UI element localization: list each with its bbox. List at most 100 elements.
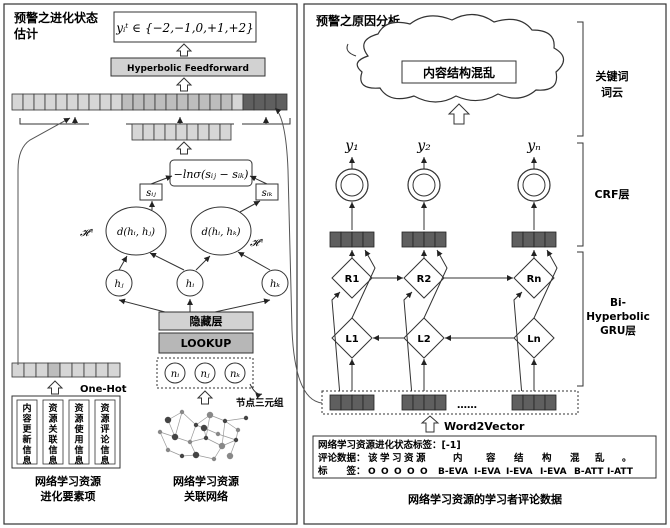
tag-item: O [368,467,376,477]
gru-label-2: Hyperbolic [586,311,650,323]
label-line: 网络学习资源进化状态标签：[-1] [318,439,461,451]
element-item-box [16,399,38,465]
review-char: 习 [392,453,402,464]
network-node [193,422,199,428]
embedding-cell [164,123,177,141]
crf-vector-cell [351,231,364,248]
one-hot-cell [35,362,49,378]
word-vector-dots: …… [457,400,477,411]
vector-cell [154,93,167,111]
y-2: y₂ [416,138,431,154]
output-formula: yᵢᵗ ∈ {−2,−1,0,+1,+2} [115,21,254,35]
network-node [164,416,172,424]
word-vector-cell [340,394,353,411]
word-vector-cell [412,394,425,411]
hidden-layer-label: 隐藏层 [190,314,223,328]
element-item: 内容更新信息 [21,402,32,467]
up-arrow-to-triplet [196,390,214,405]
crf-node-inner [340,173,364,197]
review-char: 。 [622,453,632,464]
up-arrow-to-one-hot [46,380,64,395]
review-char: 构 [542,452,552,464]
loss-formula: −lnσ(sᵢⱼ − sᵢₖ) [174,168,249,181]
element-item-box [94,399,116,465]
arrow-hidden-hk [214,298,271,313]
node-n-k-circle [224,362,246,384]
vector-cell [11,93,24,111]
gru-rn [513,257,555,299]
one-hot-cell [23,362,37,378]
node-h-i [176,269,204,297]
gru-r2 [403,257,445,299]
r1-label: R1 [345,274,360,285]
s-ik: sᵢₖ [262,188,273,199]
one-hot-cell [83,362,97,378]
lookup-label: LOOKUP [181,337,232,350]
crf-vector-cell [412,231,425,248]
vector-cell [242,93,255,111]
element-item-box [68,399,90,465]
tag-item: I-EVA [474,467,501,477]
word-vector-cell [544,394,557,411]
crf-vector-cell [522,231,535,248]
feedforward-box [110,57,266,77]
forward-gru-nodes: R1 R2 Rn [331,257,555,299]
review-char: 乱 [595,452,605,464]
embedding-cell [186,123,199,141]
left-title-line1: 预警之进化状态 [14,10,98,25]
vector-cell [88,93,101,111]
ln-label: Ln [527,334,541,345]
one-hot-vector [11,362,121,378]
network-node [233,437,239,443]
gru-r1 [331,257,373,299]
h-j: hⱼ [114,279,123,290]
network-edge [167,449,183,457]
network-edge [189,437,207,443]
feedforward-label: Hyperbolic Feedforward [127,64,249,74]
up-arrow-to-cloud [447,103,471,125]
crf-node-inner [522,173,546,197]
crf-vector-cell [544,231,557,248]
network-edge [221,420,226,447]
s-ij: sᵢⱼ [146,188,156,199]
crf-vector-cell [401,231,414,248]
vector-cell [176,93,189,111]
arrow-hi-dik [195,255,211,271]
caption-network-line1: 网络学习资源 [173,474,239,488]
review-char: 资 [404,452,414,464]
output-formula-box [113,11,257,43]
element-item: 资源使用信息 [73,402,84,467]
review-char: 混 [570,452,580,464]
tag-item: I-ATT [607,467,634,477]
vector-cell [22,93,35,111]
h-k: hₖ [270,279,280,290]
network-edge [224,420,239,431]
node-n-j-circle [194,362,216,384]
vector-cell [66,93,79,111]
vector-cell [99,93,112,111]
node-h-k [261,269,289,297]
backward-gru-nodes: L1 L2 Ln [331,317,555,359]
embedding-cell [175,123,188,141]
review-char: 源 [416,452,426,464]
l1-label: L1 [345,334,358,345]
one-hot-cell [11,362,25,378]
vector-cell [220,93,233,111]
up-arrow-to-feedforward [175,77,193,92]
vector-cell [198,93,211,111]
network-node [211,456,217,462]
vector-cell [275,93,288,111]
crf-columns [329,157,557,248]
network-graph [157,409,249,462]
embedding-cell [142,123,155,141]
network-node [200,424,208,432]
word-vector-cell [401,394,414,411]
network-edge [159,431,169,451]
vector-cell [33,93,46,111]
cloud-wisp [346,43,357,57]
vector-cell [187,93,200,111]
crf-vector-cell [340,231,353,248]
network-node [206,411,214,419]
